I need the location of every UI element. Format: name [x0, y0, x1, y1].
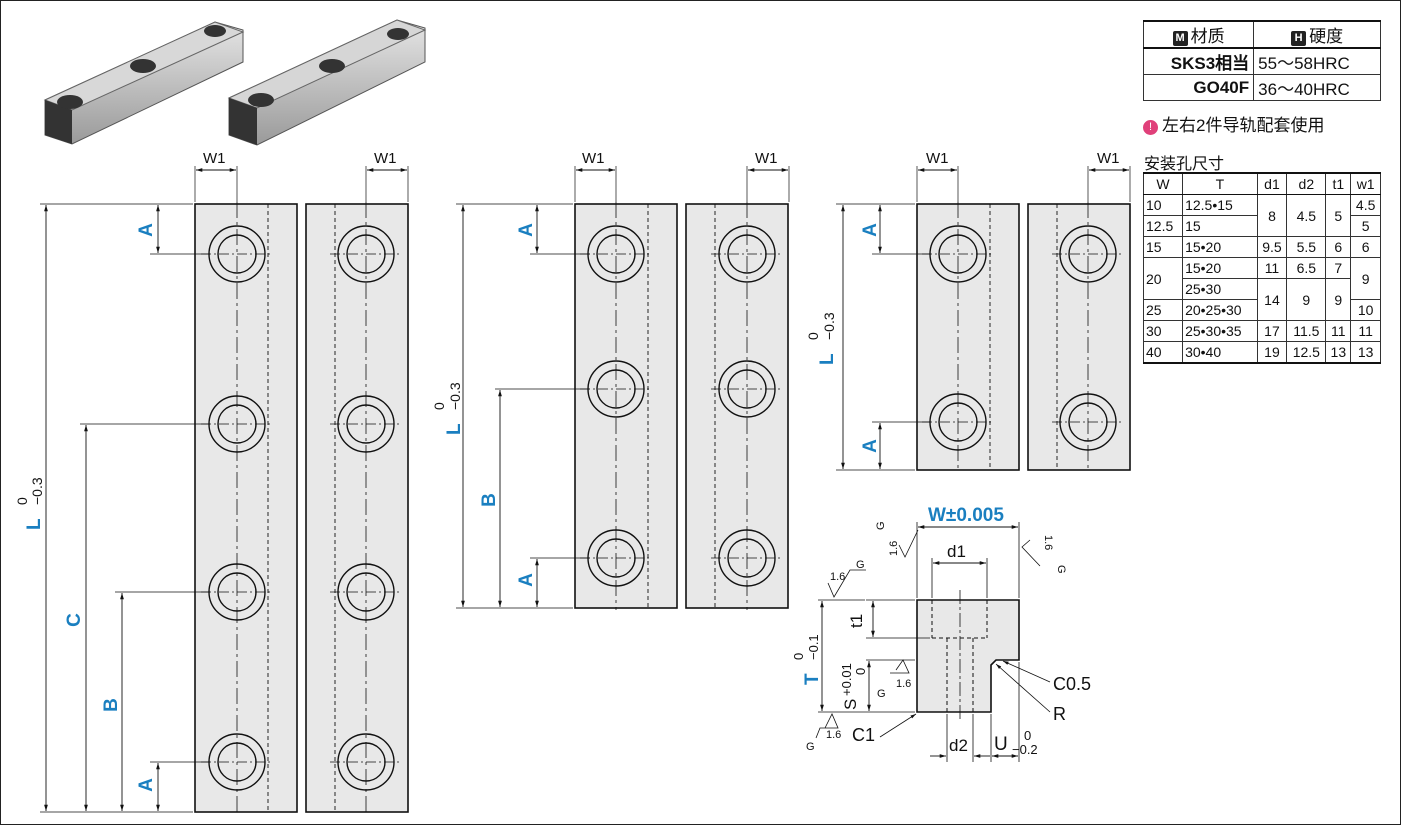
hole-dimension-table: W T d1 d2 t1 w1 10 12.5•15 8 4.5 5 4.5 1…	[1142, 172, 1381, 364]
label-c: C	[64, 613, 85, 627]
label-a: A	[860, 439, 881, 453]
label-w1: W1	[755, 150, 778, 167]
roughness-value: 1.6	[830, 571, 845, 583]
label-s-lower: 0	[853, 668, 868, 675]
label-s: S	[841, 699, 860, 710]
label-d2: d2	[949, 736, 968, 755]
col-header: W	[1142, 172, 1184, 195]
label-t-lower: −0.1	[806, 634, 821, 660]
label-r: R	[1053, 704, 1066, 724]
label-w-tolerance: W±0.005	[928, 505, 1004, 526]
label-w1: W1	[203, 150, 226, 167]
table-row: 30 25•30•35 17 11.5 11 11	[1142, 320, 1381, 342]
table-row: 12.5 15 5	[1142, 215, 1381, 237]
label-w1: W1	[926, 150, 949, 167]
roughness-grade: G	[856, 559, 865, 571]
label-l-upper: 0	[805, 332, 821, 340]
cross-section-view	[815, 522, 1051, 762]
label-l: L	[24, 518, 45, 530]
table-row: 20 15•20 11 6.5 7 9	[1142, 257, 1381, 300]
label-a: A	[136, 223, 157, 237]
roughness-grade: G	[875, 521, 887, 530]
label-s-upper: +0.01	[839, 663, 854, 696]
table-row: 25 20•25•30 10	[1142, 299, 1381, 321]
material-cell: SKS3相当	[1142, 47, 1255, 75]
label-a: A	[516, 223, 537, 237]
rail-plate	[916, 203, 1020, 471]
rail-plate	[685, 203, 789, 609]
label-a: A	[516, 573, 537, 587]
label-b: B	[101, 698, 122, 712]
roughness-value: 1.6	[1042, 535, 1054, 550]
usage-note-text: 左右2件导轨配套使用	[1162, 116, 1325, 135]
roughness-value: 1.6	[826, 729, 841, 741]
label-d1: d1	[947, 542, 966, 561]
hardness-cell: 36～40HRC	[1253, 74, 1381, 101]
table-row: 10 12.5•15 8 4.5 5 4.5	[1142, 194, 1381, 237]
roughness-value: 1.6	[888, 541, 900, 556]
label-l: L	[817, 353, 838, 365]
label-w1: W1	[374, 150, 397, 167]
roughness-grade: G	[1055, 565, 1067, 574]
col-header: w1	[1350, 172, 1381, 195]
col-header: t1	[1325, 172, 1352, 195]
label-l: L	[444, 423, 465, 435]
rail-plate	[194, 203, 298, 813]
hole-table-title: 安装孔尺寸	[1144, 156, 1225, 173]
label-w1: W1	[582, 150, 605, 167]
label-u: U	[994, 734, 1008, 755]
hardness-icon: H	[1291, 31, 1307, 46]
label-l-lower: −0.3	[29, 477, 45, 505]
col-header: d2	[1286, 172, 1327, 195]
col-header: T	[1182, 172, 1258, 195]
label-l-lower: −0.3	[447, 382, 463, 410]
label-t1: t1	[847, 614, 866, 628]
roughness-grade: G	[806, 741, 815, 753]
usage-note: ! 左右2件导轨配套使用	[1143, 111, 1324, 136]
label-u-upper: 0	[1024, 728, 1031, 743]
col-header: d1	[1256, 172, 1288, 195]
table-row: 40 30•40 19 12.5 13 13	[1142, 341, 1381, 364]
label-l-upper: 0	[431, 402, 447, 410]
rail-plan-views	[194, 202, 1131, 814]
table-row: 15 15•20 9.5 5.5 6 6	[1142, 236, 1381, 258]
label-w1: W1	[1097, 150, 1120, 167]
rail-plate	[305, 203, 409, 813]
label-c1: C1	[852, 725, 875, 745]
label-t-upper: 0	[791, 653, 806, 660]
label-t: T	[802, 673, 823, 685]
label-a: A	[860, 223, 881, 237]
rail-plate	[574, 203, 678, 609]
label-a: A	[136, 778, 157, 792]
label-l-lower: −0.3	[821, 312, 837, 340]
label-c05: C0.5	[1053, 674, 1091, 694]
roughness-value: 1.6	[896, 678, 911, 690]
guide-rail-photo	[43, 19, 427, 146]
pin-icon: !	[1143, 120, 1158, 135]
label-l-upper: 0	[14, 497, 30, 505]
label-b: B	[479, 493, 500, 507]
material-cell: GO40F	[1142, 74, 1255, 101]
dimension-lines	[40, 166, 1131, 813]
rail-plate	[1027, 203, 1131, 471]
roughness-grade: G	[877, 688, 886, 700]
material-icon: M	[1172, 31, 1188, 46]
hardness-cell: 55～58HRC	[1253, 47, 1381, 75]
label-u-lower: −0.2	[1012, 742, 1038, 757]
